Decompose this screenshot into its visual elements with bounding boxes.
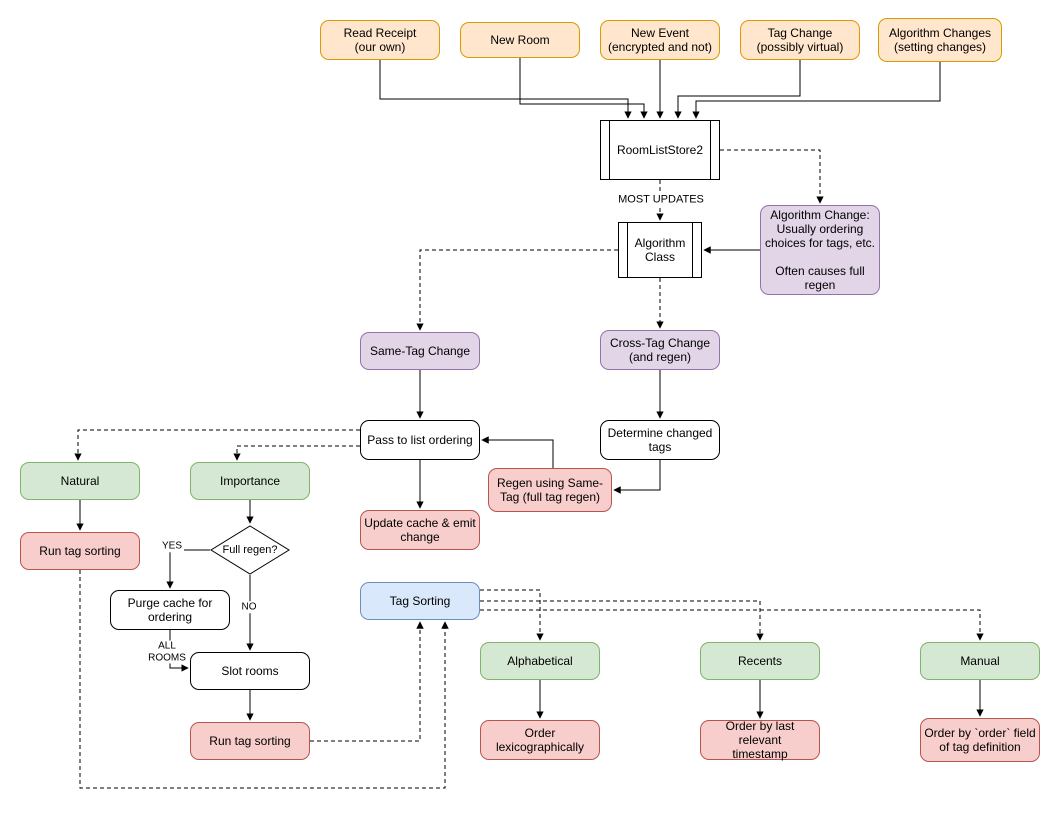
node-new-event: New Event (encrypted and not) [600, 20, 720, 60]
node-pass-to-list-ordering: Pass to list ordering [360, 420, 480, 460]
node-room-list-store2: RoomListStore2 [600, 120, 720, 180]
process-side-bars [609, 121, 711, 179]
node-order-by-timestamp-label: Order by last relevant timestamp [725, 718, 795, 762]
node-manual-label: Manual [960, 653, 1000, 668]
edge-pass-to-natural [74, 429, 360, 461]
edge-new-room-to-store [519, 58, 648, 119]
node-room-list-store2-label: RoomListStore2 [616, 142, 704, 157]
node-read-receipt-label: Read Receipt (our own) [343, 25, 417, 54]
node-alphabetical: Alphabetical [480, 642, 600, 680]
node-same-tag-change-label: Same-Tag Change [369, 343, 471, 358]
node-algorithm-class: Algorithm Class [618, 222, 702, 278]
node-manual: Manual [920, 642, 1040, 680]
node-determine-changed-tags: Determine changed tags [600, 420, 720, 460]
node-purge-cache-label: Purge cache for ordering [127, 595, 213, 624]
node-tag-change-label: Tag Change (possibly virtual) [756, 25, 844, 54]
node-determine-changed-tags-label: Determine changed tags [607, 425, 713, 454]
node-recents-label: Recents [737, 653, 783, 668]
node-importance: Importance [190, 462, 310, 500]
edge-read-receipt-to-store [379, 60, 632, 119]
diamond-shape [210, 525, 290, 575]
node-update-cache-label: Update cache & emit change [364, 515, 476, 544]
edge-algorithm-class-to-same-tag [416, 249, 618, 331]
node-full-regen-decision: Full regen? [210, 525, 290, 575]
node-pass-to-list-ordering-label: Pass to list ordering [367, 432, 473, 447]
node-algorithm-changes-label: Algorithm Changes (setting changes) [888, 25, 992, 54]
node-importance-label: Importance [219, 473, 281, 488]
edge-store-to-note [720, 149, 824, 204]
node-cross-tag-change-label: Cross-Tag Change (and regen) [609, 335, 711, 364]
node-tag-sorting-label: Tag Sorting [389, 593, 451, 608]
node-alphabetical-label: Alphabetical [507, 653, 573, 668]
node-regen-same-tag-label: Regen using Same- Tag (full tag regen) [496, 475, 604, 504]
edge-label-all-rooms: ALL ROOMS [146, 640, 188, 664]
node-purge-cache: Purge cache for ordering [110, 590, 230, 630]
edge-determine-to-regen [613, 460, 661, 494]
edge-run-tag-sorting-bottom-to-tag-sorting [310, 621, 424, 742]
node-run-tag-sorting-bottom: Run tag sorting [190, 722, 310, 760]
node-order-lexicographically: Order lexicographically [480, 720, 600, 760]
node-slot-rooms: Slot rooms [190, 652, 310, 690]
node-tag-change: Tag Change (possibly virtual) [740, 20, 860, 60]
edge-tag-sorting-to-alphabetical [480, 589, 544, 641]
process-side-bars [627, 223, 693, 277]
node-cross-tag-change: Cross-Tag Change (and regen) [600, 330, 720, 370]
edge-algorithm-changes-to-store [692, 62, 941, 119]
edge-tag-change-to-store [674, 60, 801, 119]
node-tag-sorting: Tag Sorting [360, 582, 480, 620]
node-new-room: New Room [460, 22, 580, 58]
edge-regen-to-pass [481, 436, 554, 468]
node-algorithm-changes: Algorithm Changes (setting changes) [878, 18, 1002, 62]
edge-tag-sorting-to-recents [480, 600, 764, 641]
node-run-tag-sorting-left-label: Run tag sorting [39, 543, 121, 558]
node-natural-label: Natural [60, 473, 100, 488]
node-update-cache: Update cache & emit change [360, 510, 480, 550]
node-run-tag-sorting-left: Run tag sorting [20, 532, 140, 570]
node-regen-same-tag: Regen using Same- Tag (full tag regen) [488, 468, 612, 512]
edge-label-yes: YES [159, 540, 185, 552]
node-full-regen-label: Full regen? [222, 544, 278, 556]
node-slot-rooms-label: Slot rooms [221, 663, 279, 678]
node-natural: Natural [20, 462, 140, 500]
node-recents: Recents [700, 642, 820, 680]
node-run-tag-sorting-bottom-label: Run tag sorting [209, 733, 291, 748]
edge-label-most-updates: MOST UPDATES [616, 193, 706, 207]
node-algorithm-class-label: Algorithm Class [634, 235, 686, 264]
node-algorithm-change-note: Algorithm Change: Usually ordering choic… [760, 205, 880, 295]
edge-full-regen-yes-to-purge [166, 549, 210, 589]
node-new-event-label: New Event (encrypted and not) [607, 25, 713, 54]
node-read-receipt: Read Receipt (our own) [320, 20, 440, 60]
node-new-room-label: New Room [490, 32, 550, 47]
node-order-by-order-field-label: Order by `order` field of tag definition [924, 725, 1036, 754]
node-order-by-order-field: Order by `order` field of tag definition [920, 718, 1040, 762]
node-order-lexicographically-label: Order lexicographically [495, 725, 585, 754]
node-same-tag-change: Same-Tag Change [360, 332, 480, 370]
edge-pass-to-importance [233, 445, 360, 461]
node-order-by-timestamp: Order by last relevant timestamp [700, 718, 820, 762]
node-algorithm-change-note-label: Algorithm Change: Usually ordering choic… [764, 207, 876, 293]
edge-label-no: NO [239, 601, 259, 613]
edge-tag-sorting-to-manual [480, 609, 984, 641]
